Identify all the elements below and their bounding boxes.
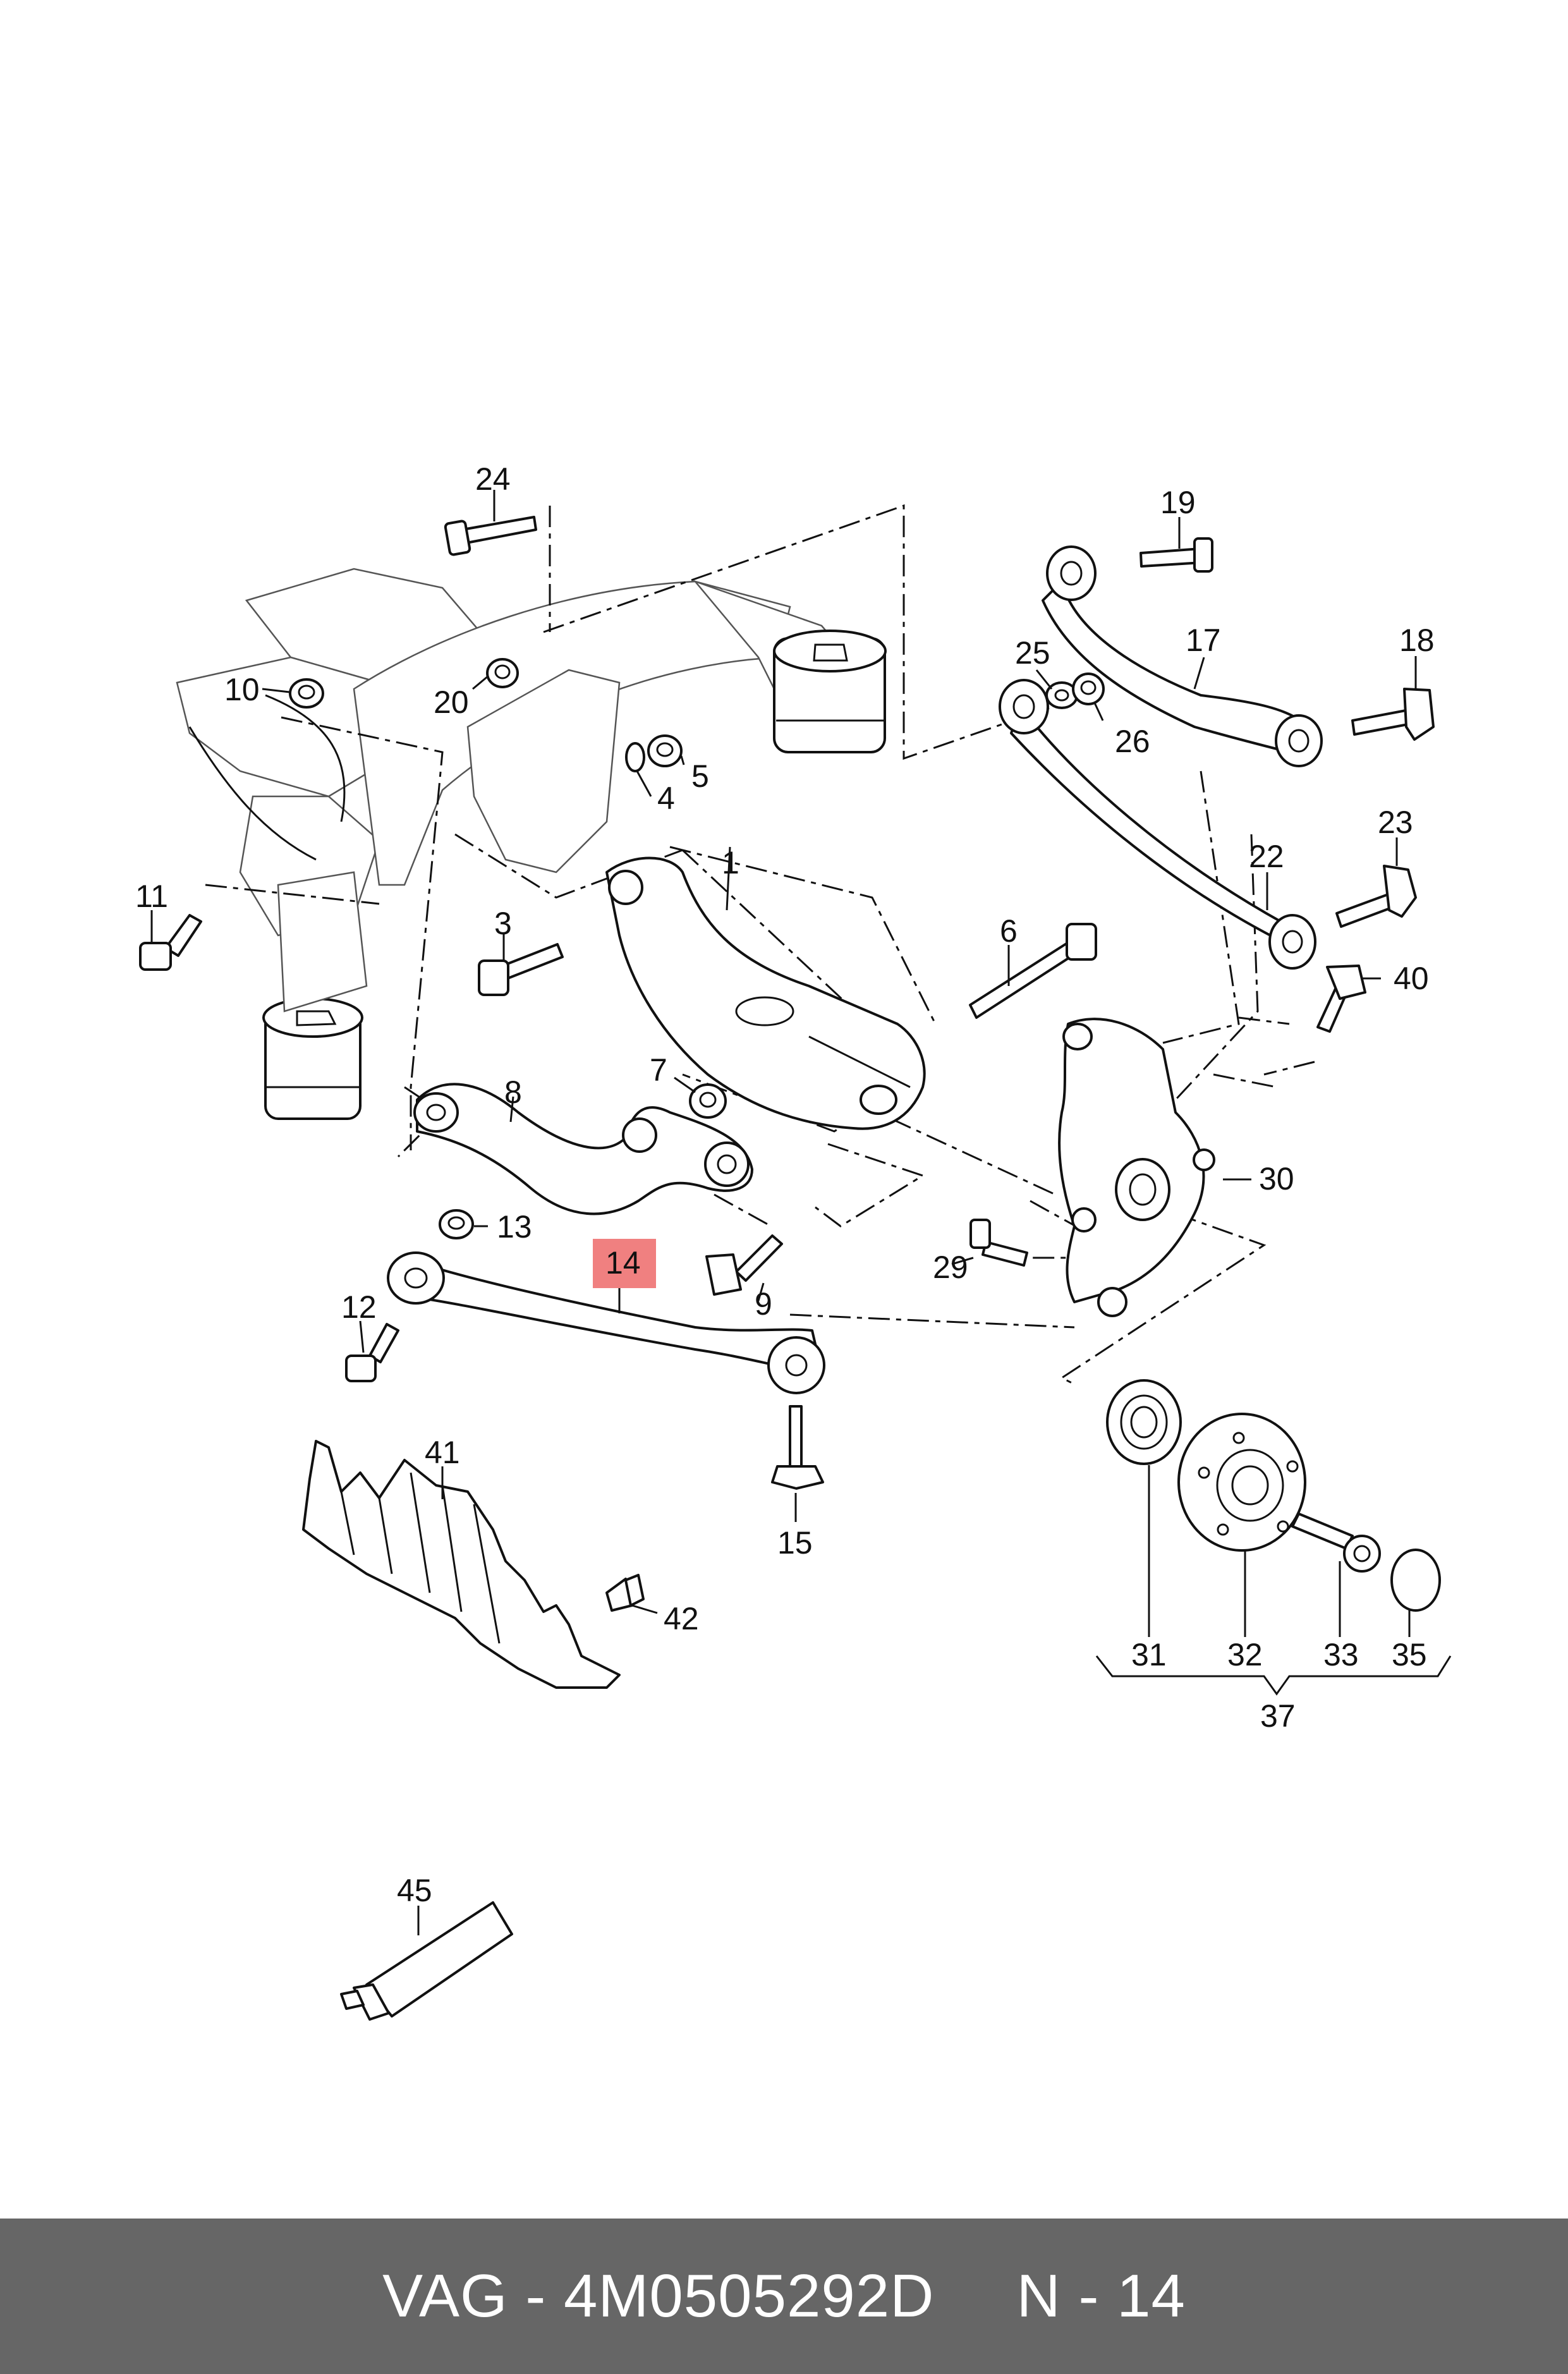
bolt-24: [444, 516, 537, 556]
label-24: 24: [475, 461, 511, 497]
upper-arm-8: [413, 1083, 753, 1215]
bolt-15: [771, 1405, 824, 1490]
bolt-18: [1351, 688, 1435, 741]
subframe-bushing-left: [262, 997, 363, 1120]
nut-7: [689, 1083, 727, 1119]
assembly-dash-lines: [205, 504, 1315, 1385]
bolt-9: [705, 1234, 783, 1296]
exploded-parts-diagram: 24 19 10 20 25 17 18 26 5 4 11 1 22 23 3…: [135, 461, 1452, 2021]
label-6: 6: [1000, 913, 1018, 949]
label-30: 30: [1259, 1161, 1294, 1196]
label-25: 25: [1015, 635, 1050, 671]
label-3: 3: [494, 906, 512, 941]
label-10: 10: [224, 672, 260, 707]
label-31: 31: [1131, 1637, 1167, 1672]
wheel-bearing-housing-30: [1058, 1018, 1215, 1317]
undertray-41: [302, 1440, 621, 1689]
leader-lines: [150, 490, 1452, 1935]
bolt-3: [478, 943, 564, 996]
label-15: 15: [777, 1525, 813, 1561]
footer-position: N - 14: [1016, 2262, 1186, 2330]
nut-26: [1072, 673, 1105, 705]
label-45: 45: [397, 1873, 432, 1908]
footer-bar: VAG - 4M0505292D N - 14: [0, 2219, 1568, 2374]
bolt-12: [345, 1323, 399, 1382]
cap-35: [1390, 1549, 1441, 1612]
nut-5: [647, 734, 683, 767]
control-arm-22: [999, 679, 1316, 970]
nut-10: [289, 678, 324, 709]
label-9: 9: [755, 1286, 772, 1322]
label-20: 20: [434, 685, 469, 720]
highlight-box: [593, 1239, 656, 1288]
bolt-40: [1316, 965, 1366, 1033]
nut-20: [486, 658, 519, 688]
bolt-42: [605, 1574, 645, 1612]
label-23: 23: [1378, 805, 1413, 840]
control-arm-17: [1042, 545, 1323, 767]
label-17: 17: [1186, 623, 1221, 658]
label-4: 4: [657, 781, 675, 816]
label-22: 22: [1249, 839, 1284, 874]
subframe-bushing-right: [773, 630, 887, 753]
label-32: 32: [1227, 1637, 1263, 1672]
hub-bolt-33: [1291, 1513, 1381, 1573]
bolt-6: [969, 923, 1097, 1019]
washer-4: [625, 742, 645, 772]
part-labels: 24 19 10 20 25 17 18 26 5 4 11 1 22 23 3…: [135, 461, 1435, 1908]
bearing-ring-31: [1106, 1379, 1182, 1465]
label-13: 13: [497, 1209, 532, 1245]
transverse-link-14: [387, 1251, 825, 1394]
label-5: 5: [691, 758, 709, 794]
lower-wishbone-1: [605, 856, 926, 1130]
label-11: 11: [135, 879, 168, 914]
label-37: 37: [1260, 1698, 1296, 1734]
label-7: 7: [650, 1052, 667, 1088]
label-29: 29: [933, 1250, 968, 1285]
label-18: 18: [1399, 623, 1435, 658]
label-33: 33: [1323, 1637, 1359, 1672]
bolt-11: [139, 914, 202, 971]
label-12: 12: [341, 1289, 377, 1325]
label-41: 41: [425, 1435, 460, 1470]
label-14: 14: [605, 1245, 641, 1281]
subframe: [176, 568, 887, 1120]
footer-part-number: VAG - 4M0505292D: [382, 2262, 935, 2330]
bolt-23: [1335, 865, 1417, 928]
label-1: 1: [722, 845, 739, 880]
label-8: 8: [504, 1074, 522, 1110]
sealant-tube-45: [340, 1901, 513, 2021]
label-26: 26: [1115, 724, 1150, 759]
label-40: 40: [1394, 961, 1429, 996]
bolt-29: [969, 1219, 1028, 1267]
nut-13: [439, 1209, 474, 1239]
wheel-hub-32: [1177, 1413, 1306, 1552]
label-42: 42: [664, 1601, 699, 1636]
bolt-19: [1140, 537, 1213, 573]
label-19: 19: [1160, 485, 1196, 520]
label-35: 35: [1392, 1637, 1427, 1672]
